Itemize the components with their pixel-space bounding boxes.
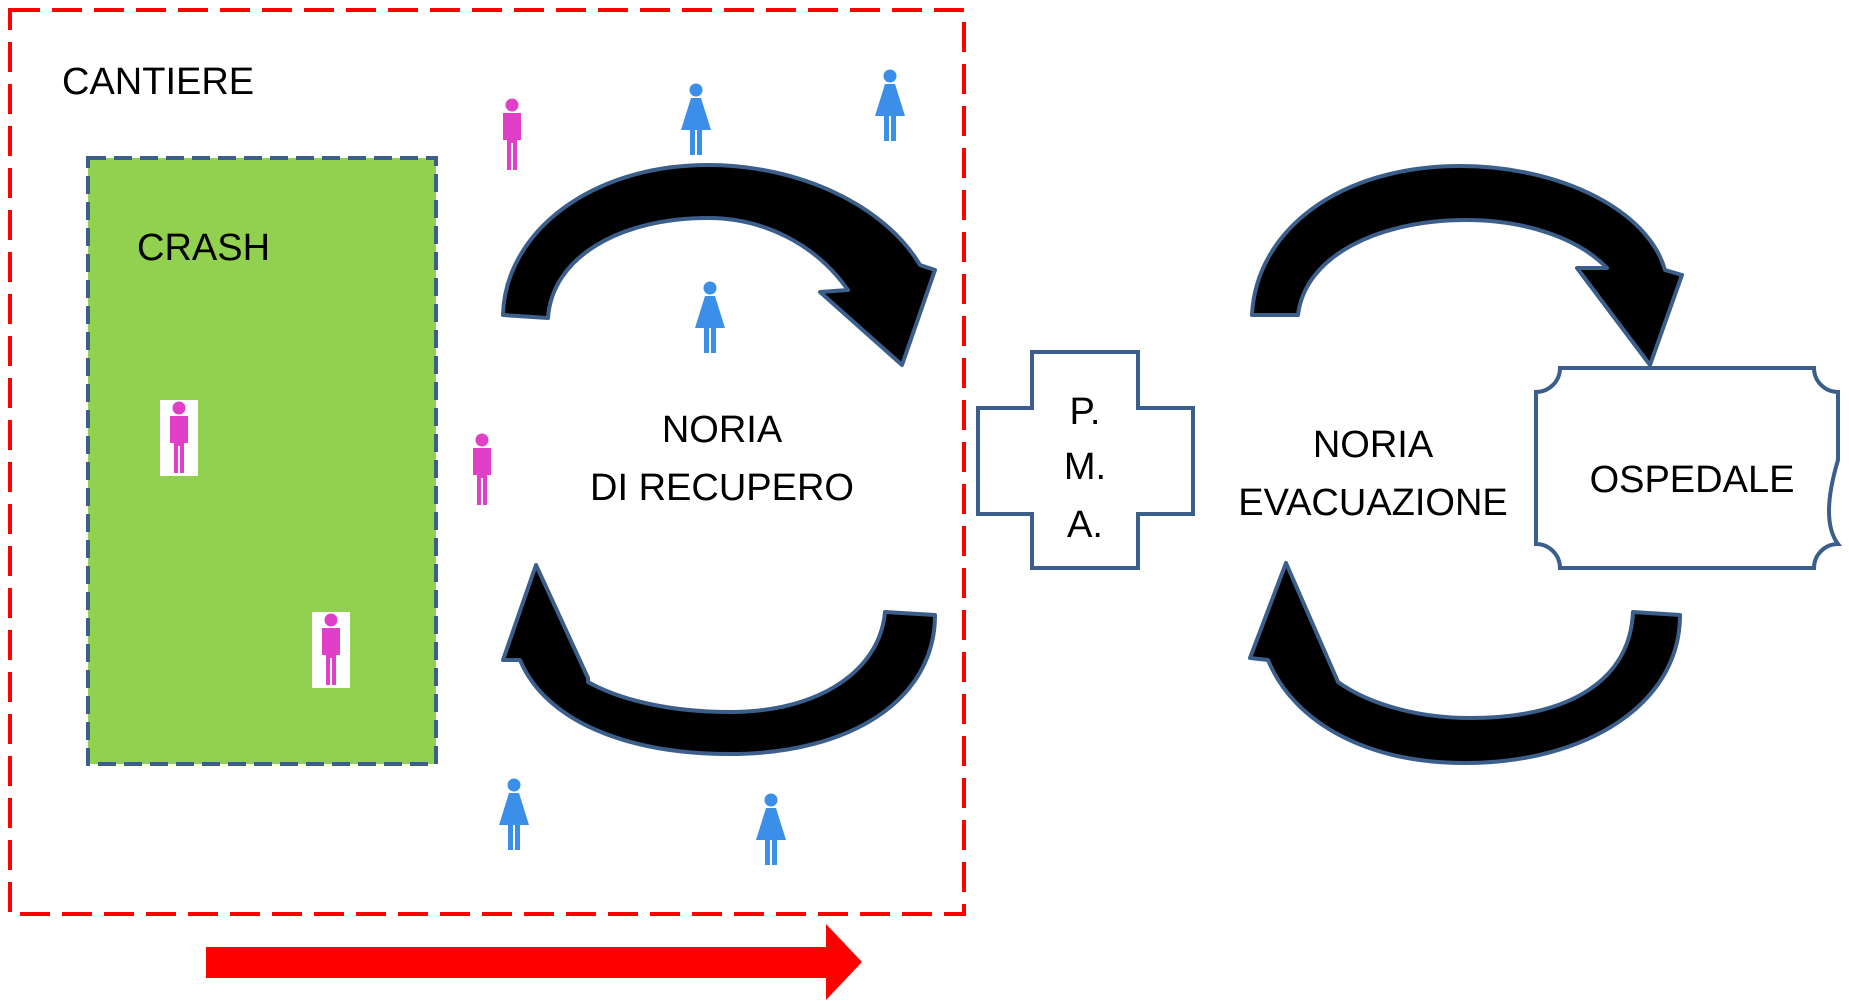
site-area — [8, 8, 966, 916]
pma-label-line2: M. — [1064, 446, 1106, 488]
evacuation-top-arrow — [1250, 164, 1684, 367]
crash-label: CRASH — [137, 227, 270, 269]
cross-icon — [976, 350, 1195, 570]
person-female-icon — [681, 83, 711, 155]
arrow-right-icon — [206, 924, 862, 1000]
person-female-icon — [756, 793, 786, 865]
person-female-icon — [695, 281, 725, 353]
person-female-icon — [875, 69, 905, 141]
evacuation-label-line1: NORIA — [1313, 424, 1434, 466]
pma-label-line1: P. — [1069, 391, 1100, 433]
recovery-top-arrow — [501, 163, 937, 367]
person-male-icon — [503, 98, 521, 170]
crash-zone — [86, 156, 438, 766]
pma-label-line3: A. — [1067, 504, 1103, 546]
hospital-label: OSPEDALE — [1590, 459, 1795, 501]
evacuation-label-line2: EVACUAZIONE — [1238, 482, 1508, 524]
recovery-label-line1: NORIA — [662, 409, 783, 451]
plaque-icon — [1534, 366, 1842, 570]
person-female-icon — [499, 778, 529, 850]
evacuation-bottom-arrow — [1248, 561, 1682, 765]
person-male-icon — [473, 433, 491, 505]
recovery-label-line2: DI RECUPERO — [590, 467, 854, 509]
recovery-bottom-arrow — [501, 563, 937, 756]
site-label: CANTIERE — [62, 61, 254, 103]
